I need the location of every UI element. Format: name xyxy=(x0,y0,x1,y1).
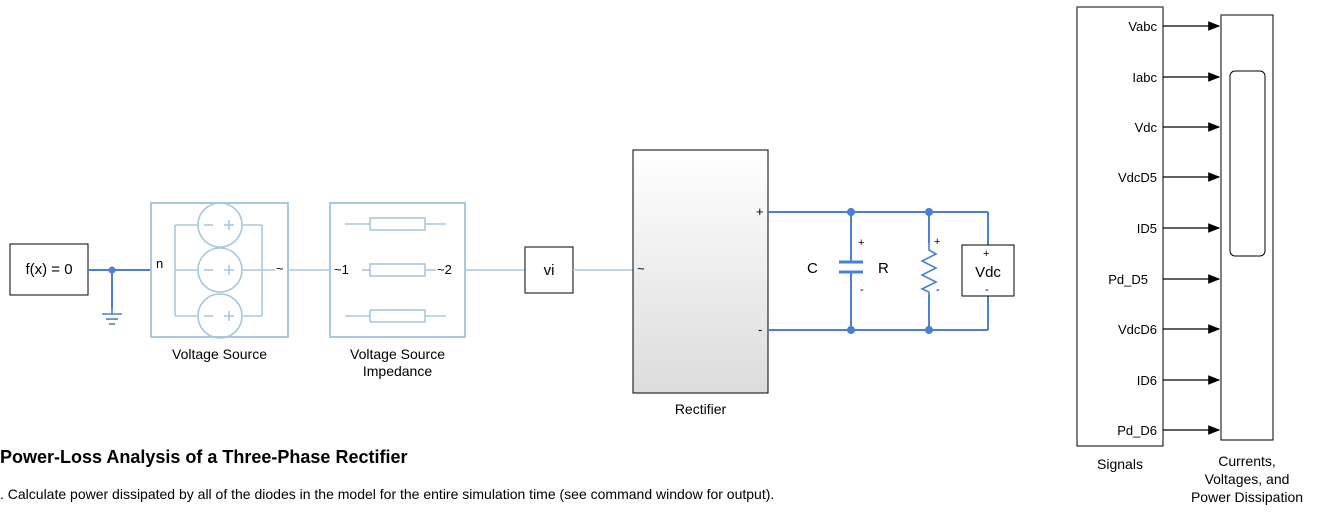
rectifier-port-minus: - xyxy=(758,322,763,337)
signals-port: VdcD6 xyxy=(1117,322,1157,337)
rectifier-block[interactable] xyxy=(632,149,769,394)
dc-bus-wires xyxy=(768,211,989,331)
rectifier-port-in: ~ xyxy=(637,261,645,276)
signals-port: ID5 xyxy=(1136,221,1157,236)
signals-port: Vabc xyxy=(1128,19,1157,34)
solver-config-block[interactable] xyxy=(9,243,89,296)
signals-label: Signals xyxy=(1097,456,1143,472)
impedance-label-line1: Voltage Source xyxy=(350,346,445,362)
rectifier-port-plus: + xyxy=(756,204,764,219)
resistor-minus: - xyxy=(936,284,940,296)
signals-port: Pd_D5 xyxy=(1108,272,1148,287)
resistor-plus: + xyxy=(934,236,941,248)
source-port-n: n xyxy=(156,256,164,271)
junction-dots xyxy=(847,208,933,334)
source-port-out: ~ xyxy=(276,261,284,276)
scope-label-line2: Voltages, and xyxy=(1204,471,1290,487)
vdc-sensor-plus: + xyxy=(983,248,990,260)
signals-port: Vdc xyxy=(1134,120,1157,135)
signal-lines xyxy=(1163,21,1221,435)
solver-block-text: f(x) = 0 xyxy=(25,261,73,278)
vdc-sensor-minus: - xyxy=(985,284,989,296)
junction-dot xyxy=(108,266,116,274)
resistor-label: R xyxy=(878,260,889,277)
scope-label-line1: Currents, xyxy=(1218,453,1276,469)
vdc-sensor-text: Vdc xyxy=(975,264,1001,281)
vdc-sensor-block[interactable] xyxy=(961,244,1015,297)
vi-block-text: vi xyxy=(543,262,555,279)
voltage-source-label: Voltage Source xyxy=(172,346,267,362)
scope-label-line3: Power Dissipation xyxy=(1190,489,1304,505)
resistor-icon[interactable] xyxy=(920,243,938,295)
signals-block[interactable] xyxy=(1076,6,1164,447)
impedance-label-line2: Impedance xyxy=(362,363,433,379)
model-title: Power-Loss Analysis of a Three-Phase Rec… xyxy=(0,447,408,467)
signals-port: Iabc xyxy=(1132,70,1157,85)
signals-port: Pd_D6 xyxy=(1117,423,1157,438)
scope-screen-icon xyxy=(1229,70,1266,257)
signals-port: VdcD5 xyxy=(1117,170,1157,185)
capacitor-plus: + xyxy=(858,237,865,249)
voltage-source-block[interactable] xyxy=(150,202,289,339)
impedance-block[interactable] xyxy=(329,202,466,338)
capacitor-minus: - xyxy=(860,284,864,296)
impedance-port-out: ~2 xyxy=(437,262,452,277)
capacitor-label: C xyxy=(807,260,818,277)
rectifier-label: Rectifier xyxy=(674,401,727,417)
model-note[interactable]: . Calculate power dissipated by all of t… xyxy=(0,486,775,502)
ground-icon xyxy=(102,308,122,325)
capacitor-icon[interactable] xyxy=(839,260,863,274)
signals-port: ID6 xyxy=(1136,373,1157,388)
vi-measurement-block[interactable] xyxy=(524,246,574,294)
impedance-port-in: ~1 xyxy=(334,262,349,277)
